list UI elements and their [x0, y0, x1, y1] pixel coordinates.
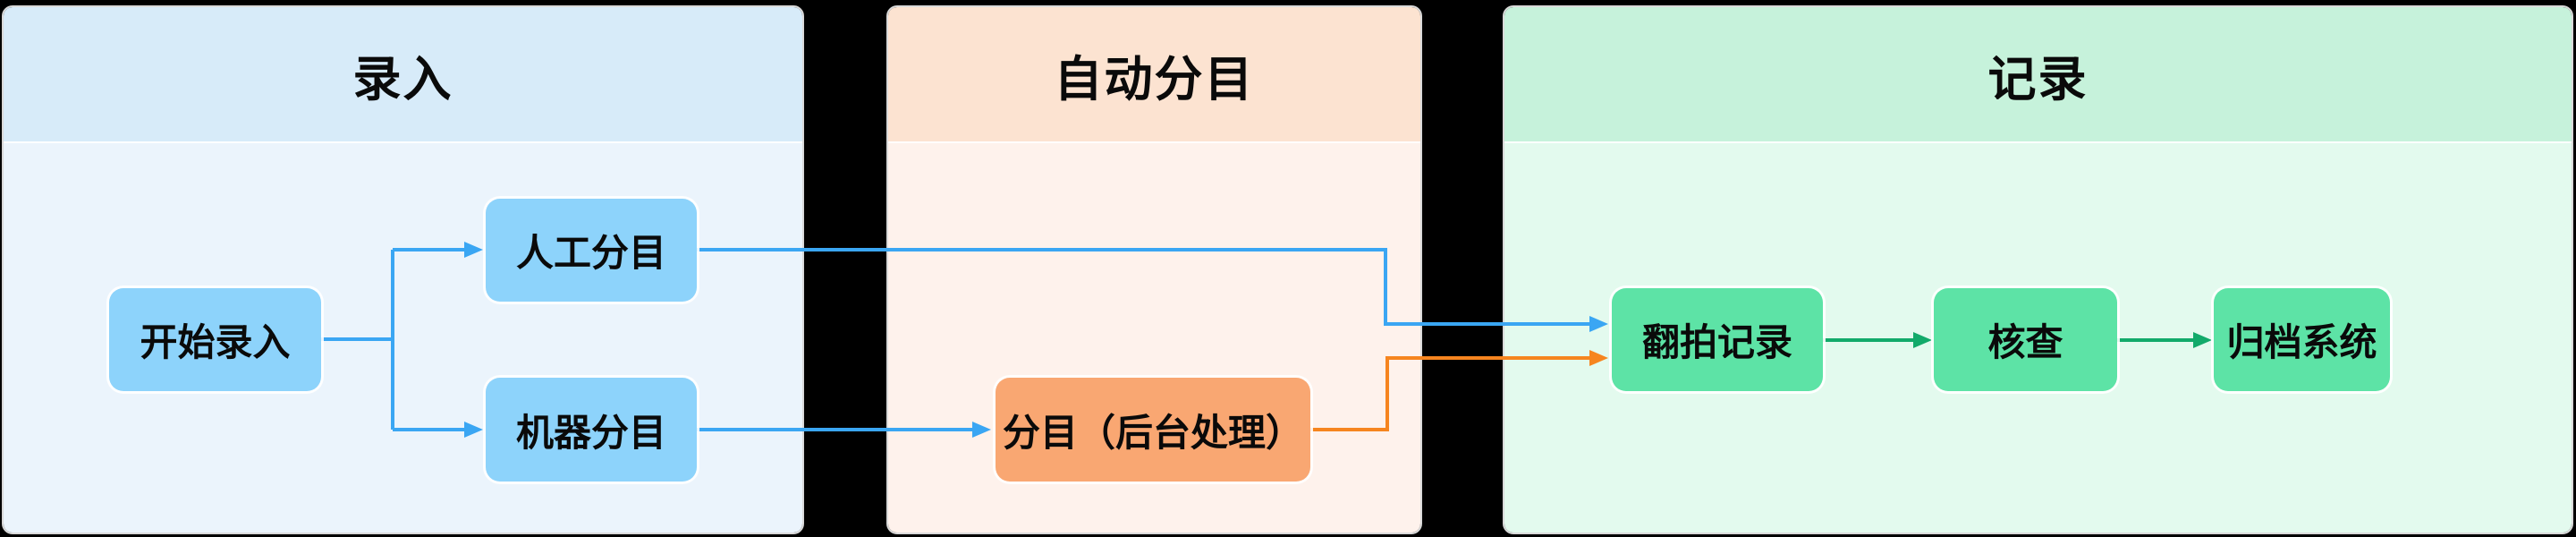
lane-auto-category-header: 自动分目 — [888, 7, 1420, 143]
lane-record-header: 记录 — [1504, 7, 2572, 143]
node-rephoto-record: 翻拍记录 — [1612, 288, 1823, 391]
node-rephoto-record-label: 翻拍记录 — [1641, 321, 1792, 363]
node-check-label: 核查 — [1987, 321, 2063, 363]
node-manual-category-label: 人工分目 — [515, 232, 666, 274]
lane-auto-category-title: 自动分目 — [1054, 52, 1255, 107]
node-machine-category: 机器分目 — [486, 378, 697, 482]
node-auto-category-background: 分目（后台处理） — [996, 378, 1310, 482]
lane-record-title: 记录 — [1987, 52, 2089, 107]
node-archive-system-label: 归档系统 — [2226, 321, 2377, 363]
node-manual-category: 人工分目 — [486, 199, 697, 302]
node-check: 核查 — [1934, 288, 2117, 391]
node-start-entry-label: 开始录入 — [140, 321, 291, 363]
lane-entry-title: 录入 — [352, 52, 453, 107]
node-auto-category-background-label: 分目（后台处理） — [1002, 411, 1303, 454]
node-archive-system: 归档系统 — [2214, 288, 2390, 391]
lane-record: 记录 — [1503, 5, 2573, 534]
lane-entry-header: 录入 — [4, 7, 802, 143]
node-start-entry: 开始录入 — [109, 288, 321, 391]
node-machine-category-label: 机器分目 — [515, 411, 666, 454]
